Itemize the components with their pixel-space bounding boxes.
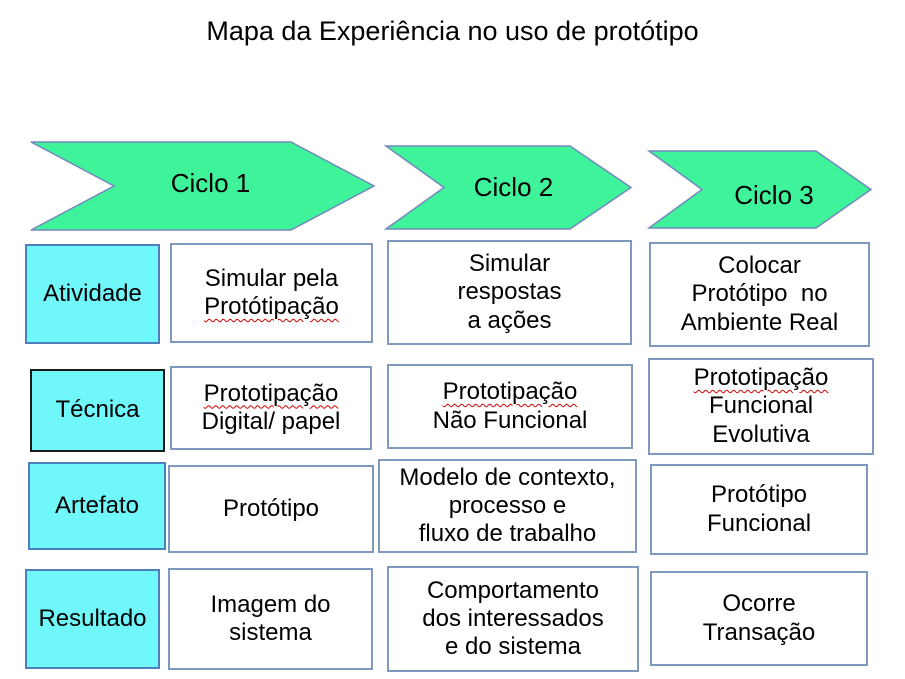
cell-artefato-ciclo2: Modelo de contexto, processo e fluxo de …	[378, 459, 637, 553]
cell-text: Não Funcional	[432, 406, 588, 434]
row-header-label: Atividade	[43, 279, 142, 307]
cell-text: respostas	[457, 278, 562, 306]
cell-text: Protótipo	[710, 481, 808, 509]
cell-tecnica-ciclo1: Prototipação Digital/ papel	[170, 366, 372, 450]
cell-atividade-ciclo2: Simular respostas a ações	[387, 240, 632, 345]
cell-text: Comportamento	[426, 576, 600, 604]
cell-text: Transação	[702, 618, 816, 646]
row-header-label: Resultado	[38, 604, 147, 632]
cell-text: a ações	[467, 306, 552, 334]
chevron-arrow-icon	[30, 141, 376, 231]
cell-artefato-ciclo1: Protótipo	[168, 465, 374, 553]
cell-artefato-ciclo3: Protótipo Funcional	[650, 464, 868, 555]
cell-resultado-ciclo1: Imagem do sistema	[168, 568, 373, 670]
row-header-atividade: Atividade	[25, 244, 160, 344]
page-title: Mapa da Experiência no uso de protótipo	[206, 16, 699, 46]
row-header-tecnica: Técnica	[30, 369, 165, 452]
cell-text-misspelled: Prototipação	[693, 364, 829, 392]
cell-text: fluxo de trabalho	[418, 520, 597, 548]
cycle-arrow-1: Ciclo 1	[30, 141, 376, 231]
cell-text: Ambiente Real	[680, 308, 839, 336]
cell-text: Colocar	[718, 252, 801, 280]
row-header-label: Artefato	[54, 491, 140, 519]
row-header-artefato: Artefato	[28, 462, 166, 550]
cell-text: Ocorre	[722, 590, 796, 618]
cell-text: Funcional	[706, 509, 812, 537]
cell-text: dos interessados	[422, 604, 604, 632]
cell-text: Imagem do	[210, 590, 331, 618]
cycle-3-label: Ciclo 3	[734, 180, 814, 210]
cell-atividade-ciclo3: Colocar Protótipo no Ambiente Real	[649, 242, 870, 347]
chevron-arrow-icon	[646, 150, 873, 229]
cell-text-misspelled: Protótipação	[204, 293, 339, 320]
cycle-arrow-3: Ciclo 3	[646, 150, 873, 229]
cell-text: Simular pela	[204, 264, 339, 292]
cell-tecnica-ciclo3: Prototipação Funcional Evolutiva	[648, 358, 874, 455]
cycle-2-label: Ciclo 2	[473, 172, 554, 202]
cell-tecnica-ciclo2: Prototipação Não Funcional	[387, 364, 633, 449]
cell-text: Funcional	[708, 392, 814, 420]
cell-text: Modelo de contexto,	[399, 463, 616, 491]
cell-resultado-ciclo2: Comportamento dos interessados e do sist…	[387, 566, 639, 672]
row-header-label: Técnica	[55, 396, 140, 424]
cell-text: Simular	[468, 250, 551, 278]
chevron-arrow-icon	[383, 145, 633, 230]
row-header-resultado: Resultado	[25, 569, 160, 669]
cell-text: sistema	[229, 619, 312, 646]
cycle-1-label: Ciclo 1	[170, 167, 251, 198]
cell-text: Protótipo	[222, 494, 320, 522]
cell-text: Evolutiva	[712, 420, 810, 448]
cell-atividade-ciclo1: Simular pela Protótipação	[170, 243, 373, 343]
cell-text-misspelled: Prototipação	[442, 378, 578, 406]
cell-text: e do sistema	[444, 633, 582, 661]
cell-text: Digital/ papel	[201, 408, 341, 435]
cycle-arrow-2: Ciclo 2	[383, 145, 633, 230]
cell-resultado-ciclo3: Ocorre Transação	[650, 571, 868, 666]
cell-text: processo e	[448, 491, 567, 519]
cell-text-misspelled: Prototipação	[203, 379, 339, 407]
cell-text: Protótipo no	[691, 280, 828, 308]
